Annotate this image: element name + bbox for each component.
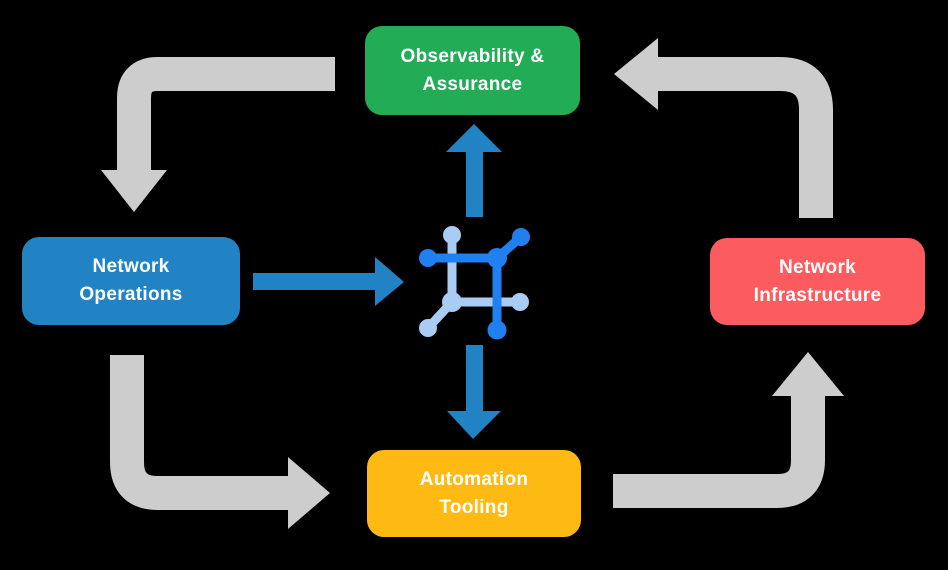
arrow-operations-to-automation xyxy=(110,355,330,529)
network-mesh-node xyxy=(511,293,529,311)
arrow-operations-to-automation-head xyxy=(288,457,330,529)
node-observability-assurance-label: Observability & Assurance xyxy=(400,45,545,95)
arrow-automation-to-infrastructure-shaft xyxy=(613,395,825,508)
network-mesh-node xyxy=(512,228,530,246)
network-mesh-node xyxy=(442,292,462,312)
node-network-operations-label: Network Operations xyxy=(79,256,183,305)
arrow-center-to-automation xyxy=(447,345,501,439)
arrow-operations-to-automation-shaft xyxy=(110,355,289,510)
node-automation-tooling: Automation Tooling xyxy=(367,450,581,537)
network-mesh-icon-secondary xyxy=(419,226,529,337)
node-observability-assurance: Observability & Assurance xyxy=(365,26,580,115)
network-mesh-node xyxy=(419,319,437,337)
network-mesh-node xyxy=(419,249,437,267)
node-network-operations: Network Operations xyxy=(22,237,240,325)
node-automation-tooling-label: Automation Tooling xyxy=(419,468,529,518)
arrow-automation-to-infrastructure-head xyxy=(772,352,844,396)
network-mesh-node xyxy=(487,248,507,268)
arrow-infrastructure-to-observability-shaft xyxy=(658,57,833,218)
arrow-center-to-observability xyxy=(446,124,502,217)
network-mesh-node xyxy=(443,226,461,244)
arrow-operations-to-center xyxy=(253,257,404,306)
network-mesh-icon-primary xyxy=(419,228,530,340)
arrow-observability-to-operations xyxy=(101,57,335,212)
arrow-observability-to-operations-head xyxy=(101,170,167,212)
arrow-automation-to-infrastructure xyxy=(613,352,844,508)
network-mesh-node xyxy=(487,320,507,340)
arrow-infrastructure-to-observability-head xyxy=(614,38,658,110)
node-network-infrastructure-label: Network Infrastructure xyxy=(753,256,882,306)
node-network-infrastructure: Network Infrastructure xyxy=(710,238,925,325)
arrow-infrastructure-to-observability xyxy=(614,38,833,218)
network-mesh-icon xyxy=(419,226,530,340)
arrow-observability-to-operations-shaft xyxy=(117,57,335,171)
